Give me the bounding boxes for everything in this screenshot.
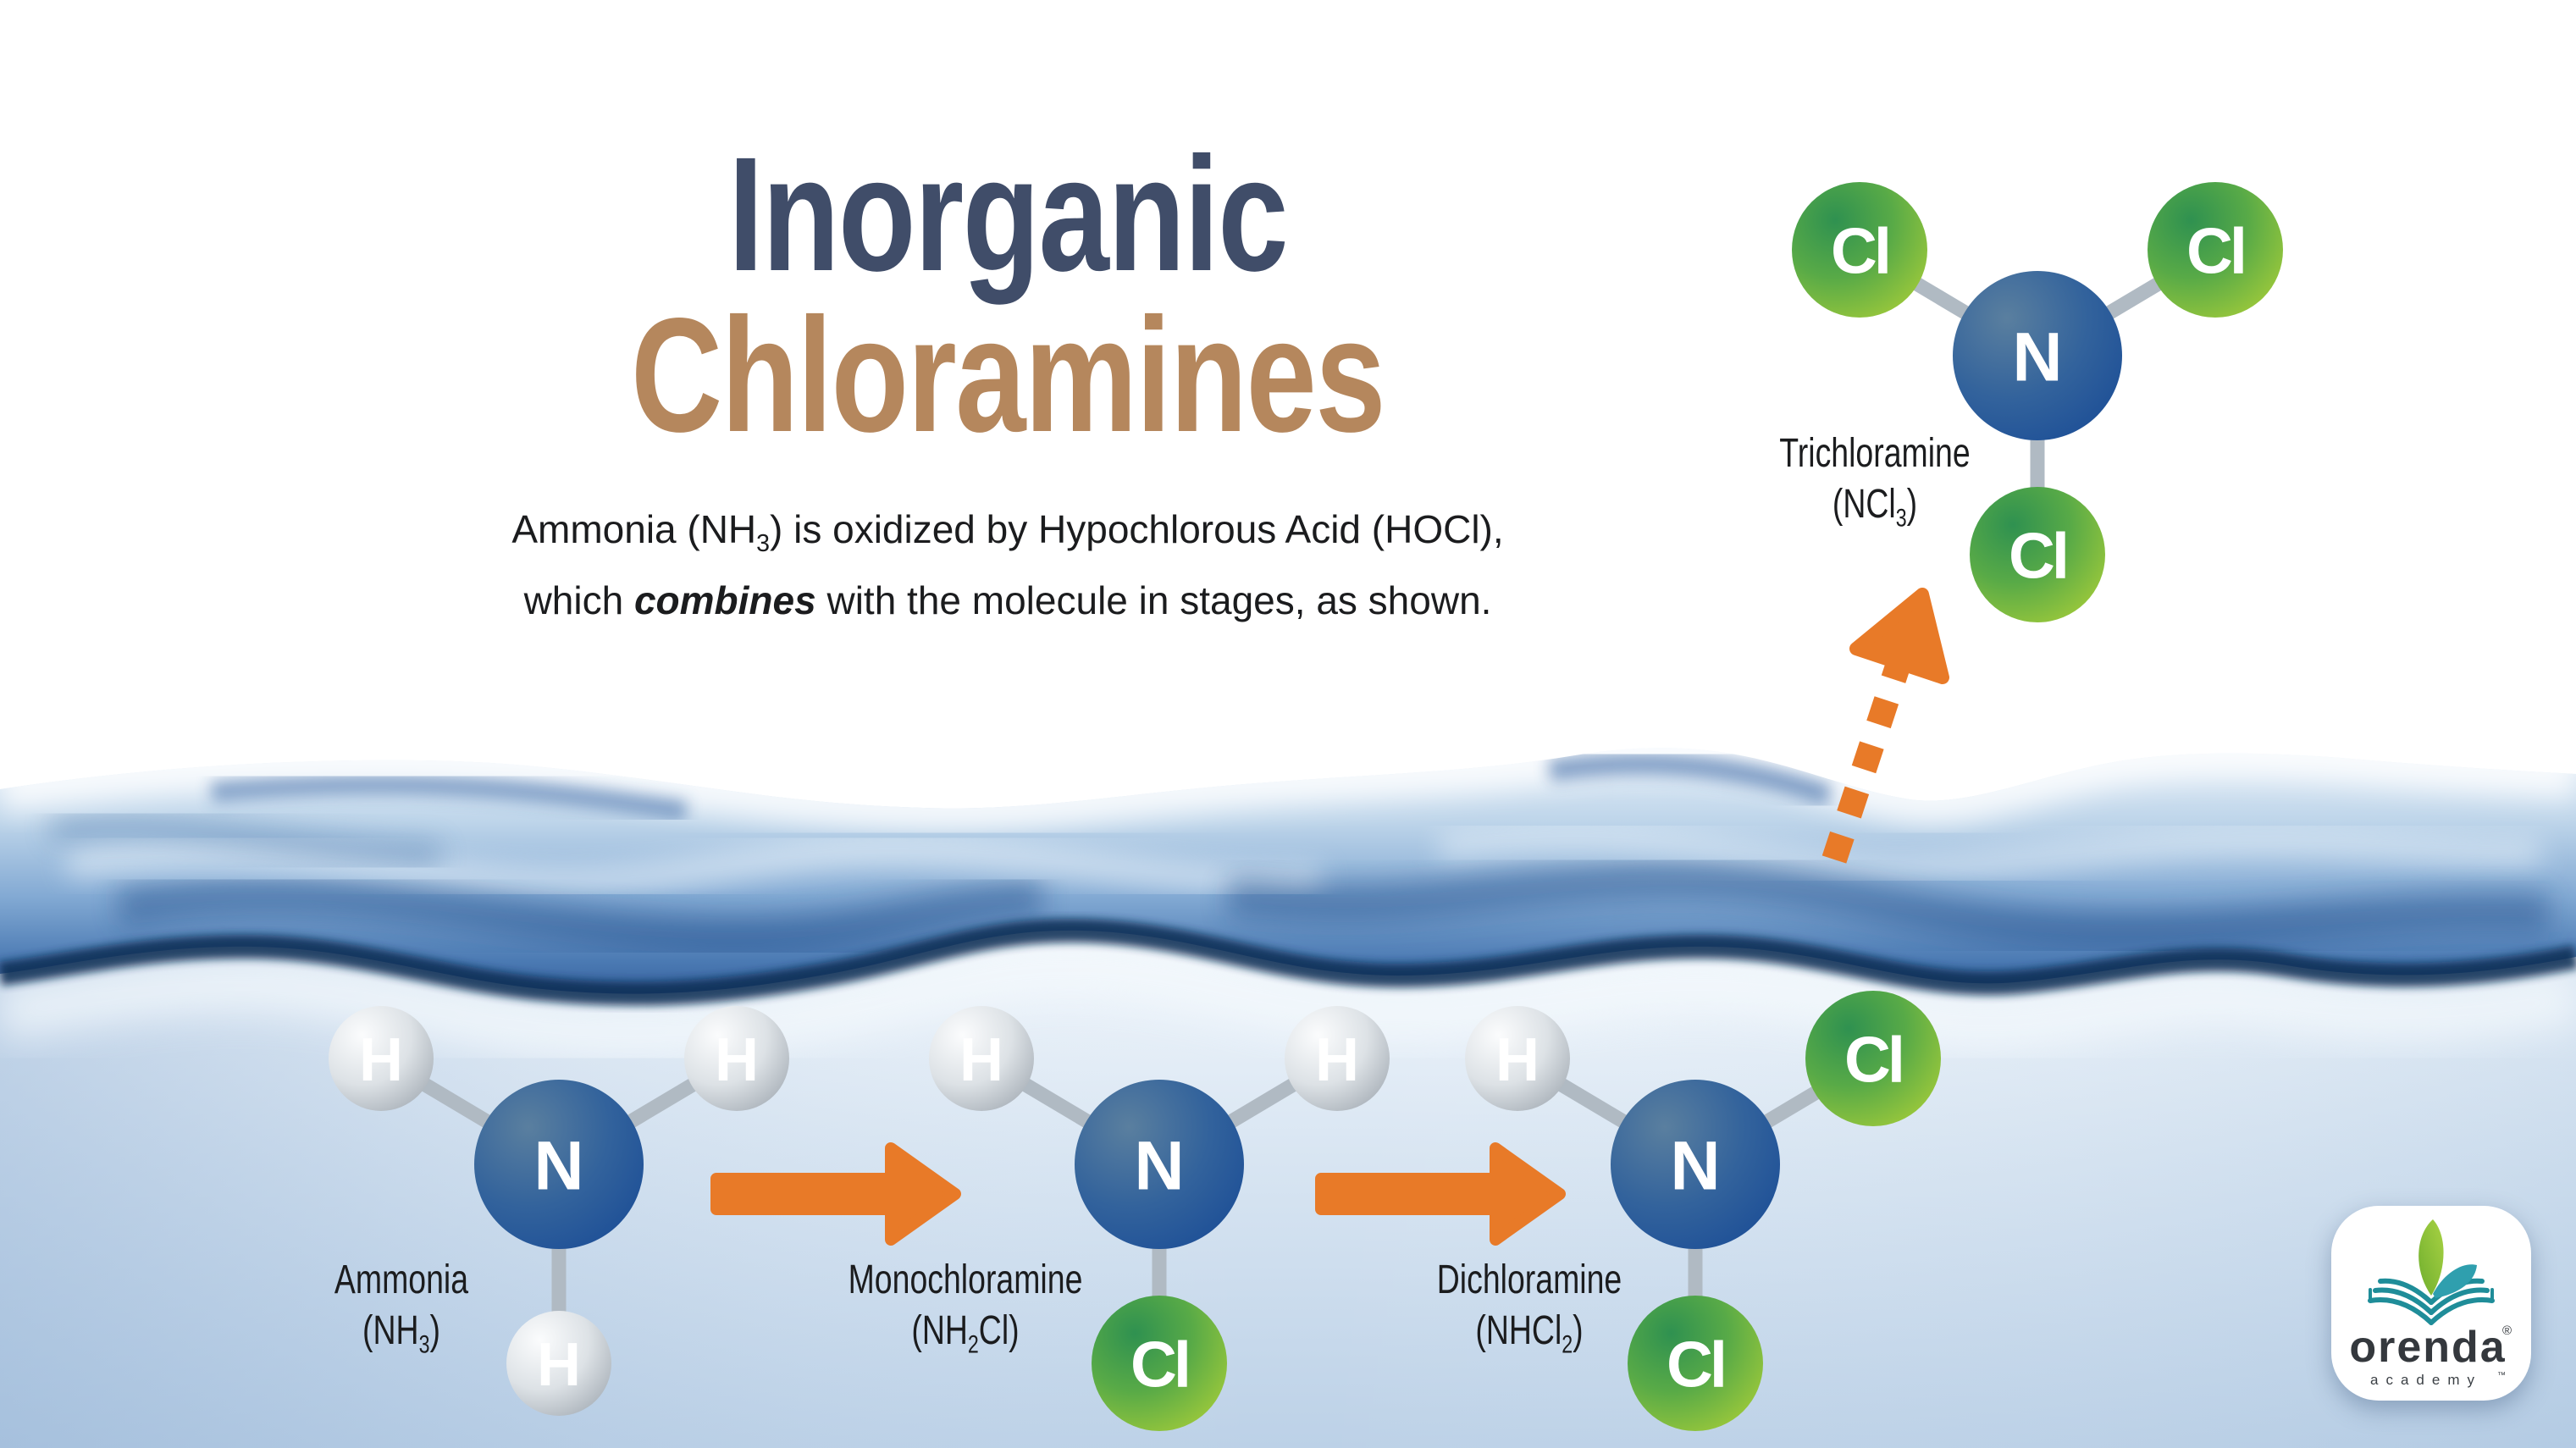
title-line-1: Inorganic (728, 123, 1289, 305)
label-trichloramine: Trichloramine (NCl3) (1690, 428, 2060, 544)
subtitle-line-2: which combines with the molecule in stag… (523, 578, 1492, 623)
molecule-name: Trichloramine (1779, 431, 1971, 476)
molecule-formula: (NHCl2) (1475, 1308, 1584, 1359)
molecule-formula: (NH3) (362, 1308, 440, 1359)
subtitle-line-1: Ammonia (NH3) is oxidized by Hypochlorou… (511, 507, 1504, 558)
waterline-shadow (0, 918, 2576, 1006)
orenda-academy-logo: orenda ® academy ™ (2331, 1206, 2531, 1401)
label-monochloramine: Monochloramine (NH2Cl) (781, 1255, 1151, 1371)
molecule-name: Dichloramine (1436, 1257, 1622, 1302)
logo-brand-text: orenda (2349, 1323, 2506, 1372)
title-line-2: Chloramines (631, 284, 1386, 466)
leaf-icon-green (2418, 1219, 2444, 1296)
label-dichloramine: Dichloramine (NHCl2) (1345, 1255, 1715, 1371)
leaf-icon-teal (2433, 1264, 2477, 1298)
arrow-offgas-to-trichloramine (1821, 588, 1949, 864)
molecule-formula: (NCl3) (1832, 482, 1918, 533)
arrow-ammonia-to-monochloramine (710, 1142, 961, 1246)
molecule-name: Ammonia (334, 1257, 469, 1302)
logo-subbrand-text: academy (2370, 1372, 2482, 1388)
subtitle: Ammonia (NH3) is oxidized by Hypochlorou… (0, 501, 2015, 629)
molecule-name: Monochloramine (848, 1257, 1083, 1302)
label-ammonia: Ammonia (NH3) (217, 1255, 587, 1371)
page-title: Inorganic Chloramines (0, 123, 2015, 466)
trademark-mark: ™ (2497, 1371, 2506, 1380)
registered-mark: ® (2502, 1324, 2512, 1338)
arrow-monochloramine-to-dichloramine (1315, 1142, 1566, 1246)
molecule-formula: (NH2Cl) (911, 1308, 1020, 1359)
